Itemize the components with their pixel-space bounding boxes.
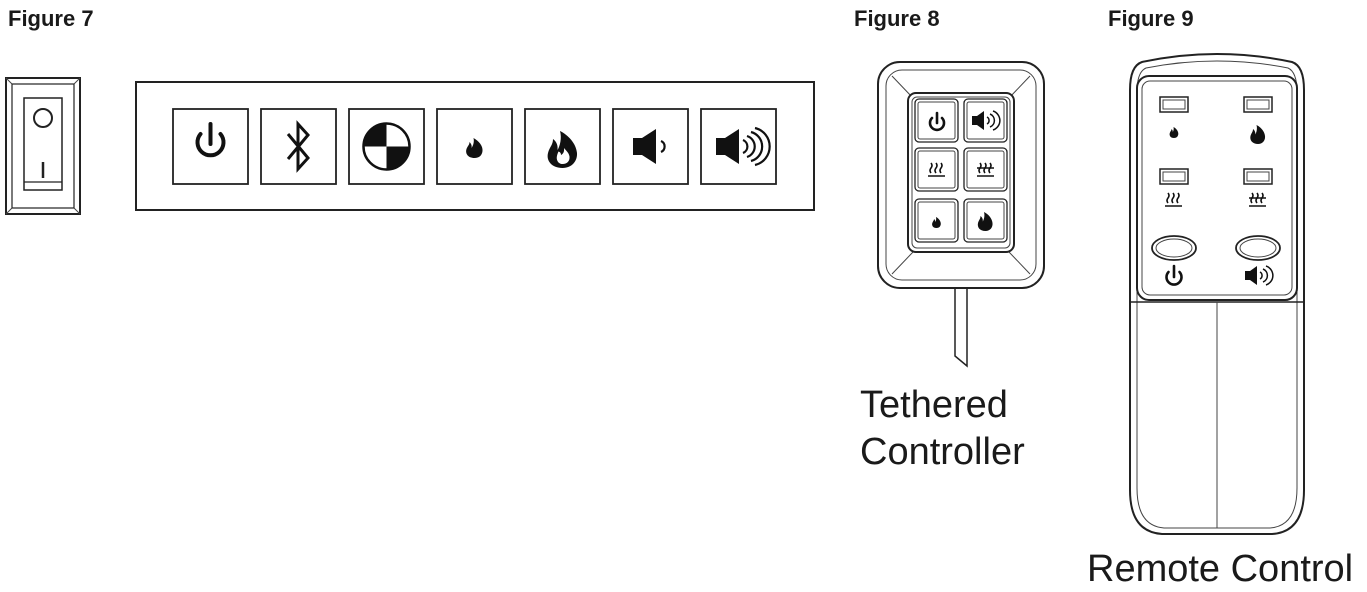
figure-7-title: Figure 7 xyxy=(8,6,94,31)
sound-icon xyxy=(972,110,1001,131)
bluetooth-icon xyxy=(286,120,310,173)
tether-low-heat-button[interactable] xyxy=(914,147,959,192)
panel-power-button[interactable] xyxy=(172,108,249,185)
low-heat-icon xyxy=(1165,192,1182,207)
remote-sound-button[interactable] xyxy=(1235,235,1281,286)
small-flame-icon xyxy=(466,138,483,158)
small-flame-icon xyxy=(932,217,941,228)
large-flame-icon xyxy=(1250,125,1266,144)
fireplace-control-panel xyxy=(135,81,815,211)
power-icon xyxy=(195,122,226,158)
remote-control xyxy=(1129,53,1305,535)
panel-volume-low-button[interactable] xyxy=(612,108,689,185)
power-icon xyxy=(1165,264,1183,286)
remote-power-button[interactable] xyxy=(1151,235,1197,286)
remote-small-flame-button[interactable] xyxy=(1159,96,1189,138)
tether-large-flame-button[interactable] xyxy=(963,198,1008,243)
remote-high-heat-button[interactable] xyxy=(1243,168,1273,207)
volume-low-icon xyxy=(633,129,666,164)
high-heat-icon xyxy=(977,162,994,177)
rocker-switch[interactable] xyxy=(0,70,90,220)
off-circle-icon xyxy=(33,108,53,128)
panel-bluetooth-button[interactable] xyxy=(260,108,337,185)
tether-sound-button[interactable] xyxy=(963,98,1008,143)
figure-9-title: Figure 9 xyxy=(1108,6,1194,31)
remote-low-heat-button[interactable] xyxy=(1159,168,1189,207)
low-heat-icon xyxy=(928,162,945,177)
controller-cord xyxy=(954,288,968,368)
figure-8-title: Figure 8 xyxy=(854,6,940,31)
ember-bed-icon xyxy=(362,122,411,171)
tethered-caption-line2: Controller xyxy=(860,431,1025,473)
large-flame-icon xyxy=(547,131,578,168)
sound-icon xyxy=(1245,265,1274,286)
tether-power-button[interactable] xyxy=(914,98,959,143)
power-icon xyxy=(928,111,946,132)
high-heat-icon xyxy=(1249,192,1266,207)
panel-volume-high-button[interactable] xyxy=(700,108,777,185)
tethered-caption-line1: Tethered xyxy=(860,384,1008,426)
panel-ember-button[interactable] xyxy=(348,108,425,185)
panel-large-flame-button[interactable] xyxy=(524,108,601,185)
panel-small-flame-button[interactable] xyxy=(436,108,513,185)
volume-high-icon xyxy=(716,126,771,167)
tether-small-flame-button[interactable] xyxy=(914,198,959,243)
tether-high-heat-button[interactable] xyxy=(963,147,1008,192)
tethered-controller xyxy=(877,61,1045,368)
large-flame-icon xyxy=(977,212,993,231)
remote-large-flame-button[interactable] xyxy=(1243,96,1273,144)
small-flame-icon xyxy=(1169,127,1179,138)
remote-caption: Remote Control xyxy=(1087,548,1354,590)
